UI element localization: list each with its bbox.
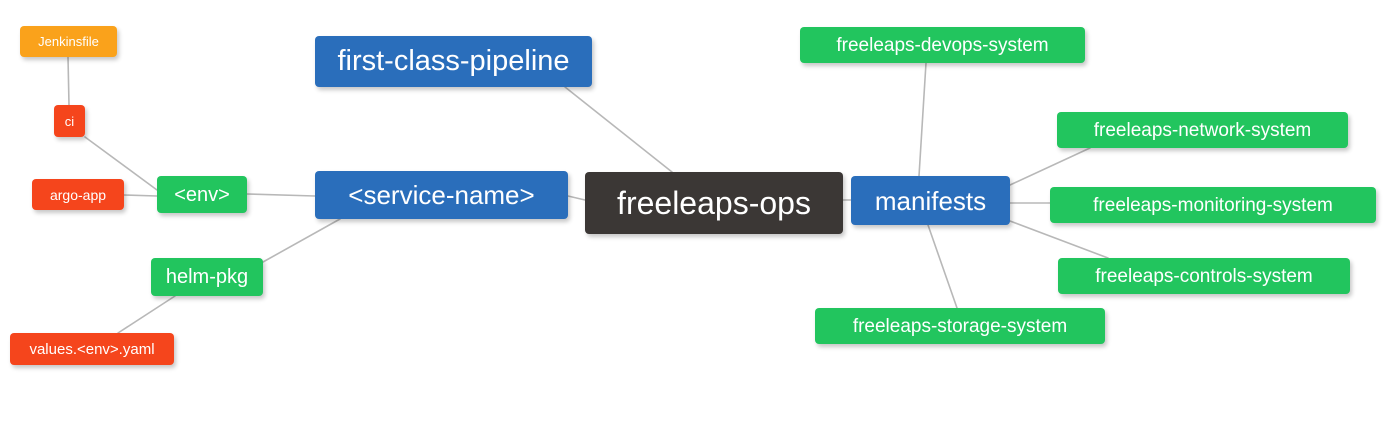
node-label-argo-app: argo-app (49, 186, 107, 203)
node-freeleaps-monitoring-system[interactable]: freeleaps-monitoring-system (1050, 187, 1376, 223)
node-freeleaps-controls-system[interactable]: freeleaps-controls-system (1058, 258, 1350, 294)
node-label-ci: ci (64, 113, 75, 129)
edge-service-name-env (246, 193, 316, 197)
node-label-helm-pkg: helm-pkg (165, 266, 249, 288)
node-label-freeleaps-ops: freeleaps-ops (617, 185, 811, 221)
node-helm-pkg[interactable]: helm-pkg (151, 258, 263, 296)
node-label-env: <env> (174, 183, 230, 206)
edge-root-service-name (567, 195, 586, 201)
node-ci[interactable]: ci (54, 105, 85, 137)
node-label-jenkinsfile: Jenkinsfile (38, 34, 99, 49)
node-env[interactable]: <env> (157, 176, 247, 213)
node-label-first-class-pipeline: first-class-pipeline (337, 45, 570, 77)
node-service-name[interactable]: <service-name> (315, 171, 568, 219)
node-first-class-pipeline[interactable]: first-class-pipeline (315, 36, 592, 87)
node-label-freeleaps-monitoring-system: freeleaps-monitoring-system (1093, 194, 1333, 216)
node-label-freeleaps-storage-system: freeleaps-storage-system (852, 315, 1068, 337)
edge-ci-jenkinsfile (67, 56, 70, 106)
edge-manifests-network (1009, 147, 1091, 186)
edge-env-argo-app (123, 194, 158, 197)
node-freeleaps-network-system[interactable]: freeleaps-network-system (1057, 112, 1348, 148)
node-argo-app[interactable]: argo-app (32, 179, 124, 210)
node-freeleaps-ops[interactable]: freeleaps-ops (585, 172, 843, 234)
node-label-freeleaps-devops-system: freeleaps-devops-system (836, 34, 1049, 56)
node-freeleaps-devops-system[interactable]: freeleaps-devops-system (800, 27, 1085, 63)
node-freeleaps-storage-system[interactable]: freeleaps-storage-system (815, 308, 1105, 344)
edge-manifests-devops (918, 62, 927, 177)
edge-root-first-class-pipeline (564, 86, 673, 173)
edge-manifests-controls (1009, 220, 1109, 259)
node-jenkinsfile[interactable]: Jenkinsfile (20, 26, 117, 57)
edge-helm-pkg-values-yaml (117, 295, 176, 334)
node-label-service-name: <service-name> (348, 180, 535, 210)
node-values-yaml[interactable]: values.<env>.yaml (10, 333, 174, 365)
node-manifests[interactable]: manifests (851, 176, 1010, 225)
node-label-freeleaps-network-system: freeleaps-network-system (1093, 119, 1312, 141)
node-label-values-yaml: values.<env>.yaml (29, 340, 155, 358)
node-label-freeleaps-controls-system: freeleaps-controls-system (1095, 265, 1313, 287)
node-label-manifests: manifests (874, 185, 987, 216)
edge-service-name-helm-pkg (262, 218, 341, 263)
edge-manifests-storage (927, 224, 958, 309)
